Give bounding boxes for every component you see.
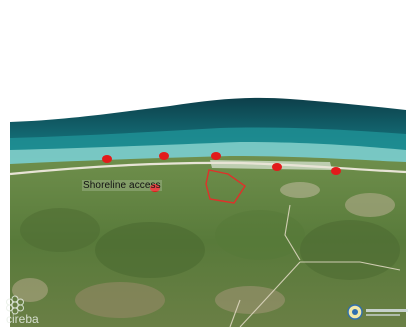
- shoreline-access-marker-1: [102, 155, 112, 163]
- seal-text-line-1: [366, 309, 408, 312]
- shoreline-access-marker-5: [331, 167, 341, 175]
- inland-tracks: [229, 204, 401, 327]
- shoreline-access-marker-3: [211, 152, 221, 160]
- coastal-road: [9, 161, 407, 176]
- right-seal-logo: [347, 304, 408, 320]
- cireba-logo: cireba: [6, 295, 39, 324]
- shoreline-access-marker-2: [159, 152, 169, 160]
- shoreline-access-label: Shoreline access: [82, 180, 162, 191]
- flower-icon: [6, 295, 24, 315]
- circular-seal-icon: [347, 304, 363, 320]
- land-texture: [12, 182, 400, 318]
- seal-text-line-2: [366, 314, 400, 316]
- parcel-outline: [205, 169, 246, 204]
- shoreline-access-marker-4: [272, 163, 282, 171]
- cireba-logo-text: cireba: [6, 312, 39, 324]
- shoreline-access-label-marker: [150, 184, 160, 192]
